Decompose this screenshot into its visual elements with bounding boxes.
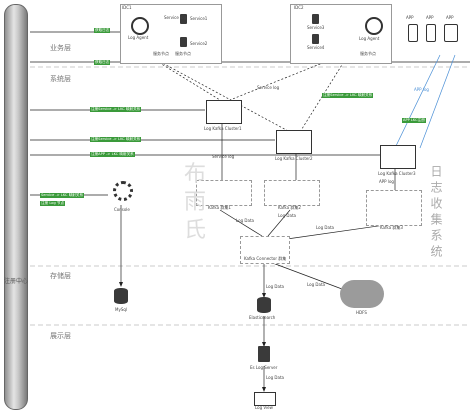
layer-system: 系统层 <box>50 75 71 83</box>
connector-cluster-box <box>240 236 290 264</box>
es-log-server-icon <box>258 346 270 362</box>
app-device-3-icon <box>444 24 458 42</box>
arrowhead-server <box>262 342 266 347</box>
green-label-right2: APP LKC注册 <box>402 117 426 123</box>
log-agent-2-label: Log Agent <box>359 36 380 41</box>
layer-storage: 存储层 <box>50 272 71 280</box>
lkc2-label: Log Kafka Cluster2 <box>275 156 313 161</box>
hdfs-cloud-icon <box>340 280 384 308</box>
app-device-2-icon <box>426 24 436 42</box>
idc1-label: IDC1 <box>122 5 132 10</box>
idc2-label: IDC2 <box>294 5 304 10</box>
lkc1-label: Log Kafka Cluster1 <box>204 126 242 131</box>
elasticsearch-label: Elasticsearch <box>249 315 276 320</box>
log-agent-1-icon <box>131 17 149 35</box>
app-label-1: APP <box>406 15 414 20</box>
idc1-node-label: 服务节点 <box>153 51 169 56</box>
service4-label: Service4 <box>307 45 325 50</box>
edge-label-service-log-c: Service log <box>212 154 235 159</box>
service2-label: Service2 <box>190 41 208 46</box>
app-label-2: APP <box>426 15 434 20</box>
kafka-group-1-label: Kafka 群集1 <box>208 205 231 210</box>
service4-server-icon <box>312 34 319 44</box>
kafka-group-2-label: Kafka 群集2 <box>278 205 301 210</box>
green-label-a1: 获取日志 <box>94 27 111 33</box>
edge-label-app-log: APP log <box>379 179 394 184</box>
mysql-db-icon <box>114 288 128 304</box>
edge-label-log-data-3: Log Data <box>316 225 334 230</box>
green-label-a2: 获取日志 <box>94 59 111 65</box>
idc2-node-label: 服务节点 <box>360 51 376 56</box>
arrowhead-es <box>262 293 266 298</box>
elasticsearch-db-icon <box>257 297 271 313</box>
lkc1-box <box>206 100 242 124</box>
edge-label-log-data-hdfs: Log Data <box>307 282 325 287</box>
green-label-right1: 注册Service -> LKC 映射关系 <box>322 92 374 98</box>
edge-agent2-lkc2 <box>299 51 351 133</box>
console-gear-icon <box>113 181 133 201</box>
green-label-c3: 注册 Log 节点 <box>40 200 66 206</box>
console-label: Console <box>114 207 130 212</box>
edge-group2-connector <box>267 209 291 237</box>
layer-display: 展示层 <box>50 332 71 340</box>
edge-group3-connector <box>279 224 386 241</box>
arrowhead-view <box>262 387 266 392</box>
log-view-label: Log View <box>255 405 273 410</box>
side-title: 日志收集系统 <box>429 165 443 261</box>
kafka-group-3 <box>366 190 422 226</box>
idc1-box <box>120 4 222 64</box>
edge-label-service-log-b: Service log <box>257 85 280 90</box>
kafka-group-3-label: Kafka 群集3 <box>380 225 403 230</box>
lkc3-box <box>380 145 416 169</box>
service3-label: Service3 <box>307 25 325 30</box>
kafka-group-1 <box>196 180 252 206</box>
green-label-b1: 注册Service -> LKC 映射关系 <box>90 106 142 112</box>
edge-group1-connector <box>219 209 263 237</box>
app-device-1-icon <box>408 24 418 42</box>
edge-label-service-log-a: Service log <box>164 15 187 20</box>
lkc2-box <box>276 130 312 154</box>
registry-pillar <box>4 4 28 410</box>
log-agent-2-icon <box>365 17 383 35</box>
edge-app-lkc3 <box>394 54 441 149</box>
idc1-node-label-2: 服务节点 <box>175 51 191 56</box>
watermark-char-3: 氏 <box>184 218 207 243</box>
lkc3-label: Log Kafka Cluster3 <box>378 171 416 176</box>
watermark-char-2: 雨 <box>184 190 207 215</box>
service3-server-icon <box>312 14 319 24</box>
green-label-c1: Service -> LKC 映射关系 <box>40 192 85 198</box>
layer-business: 业务层 <box>50 44 71 52</box>
service1-server-icon <box>180 14 187 24</box>
green-label-b3: 注册Service -> LKC 映射关系 <box>90 136 142 142</box>
registry-label: 注册中心 <box>4 278 29 285</box>
service1-label: Service1 <box>190 16 208 21</box>
app-label-3: APP <box>446 15 454 20</box>
log-agent-1-label: Log Agent <box>128 35 149 40</box>
edge-app-lkc3-b <box>419 54 456 149</box>
service2-server-icon <box>180 37 187 47</box>
app-log-label: APP log <box>414 87 429 92</box>
watermark-char-1: 布 <box>184 162 207 187</box>
edge-label-log-data-es: Log Data <box>266 284 284 289</box>
mysql-label: MySql <box>115 307 128 312</box>
arrowhead-mysql <box>119 282 123 287</box>
edge-label-log-data-view: Log Data <box>266 375 284 380</box>
edge-label-log-data-1: Log Data <box>236 218 254 223</box>
edge-agent1-lkc2 <box>141 51 291 133</box>
edge-label-log-data-2: Log Data <box>278 213 296 218</box>
connector-cluster-label: Kafka Connector 群集 <box>244 256 287 261</box>
edge-agent1-lkc1 <box>141 51 221 101</box>
hdfs-label: HDFS <box>356 310 367 315</box>
edge-connector-hdfs <box>269 261 351 293</box>
es-log-server-label: Es Log Server <box>250 365 278 370</box>
log-view-monitor-icon <box>254 392 276 406</box>
kafka-group-2 <box>264 180 320 206</box>
green-label-b4: 注册APP -> LKC 映射关系 <box>90 151 135 157</box>
